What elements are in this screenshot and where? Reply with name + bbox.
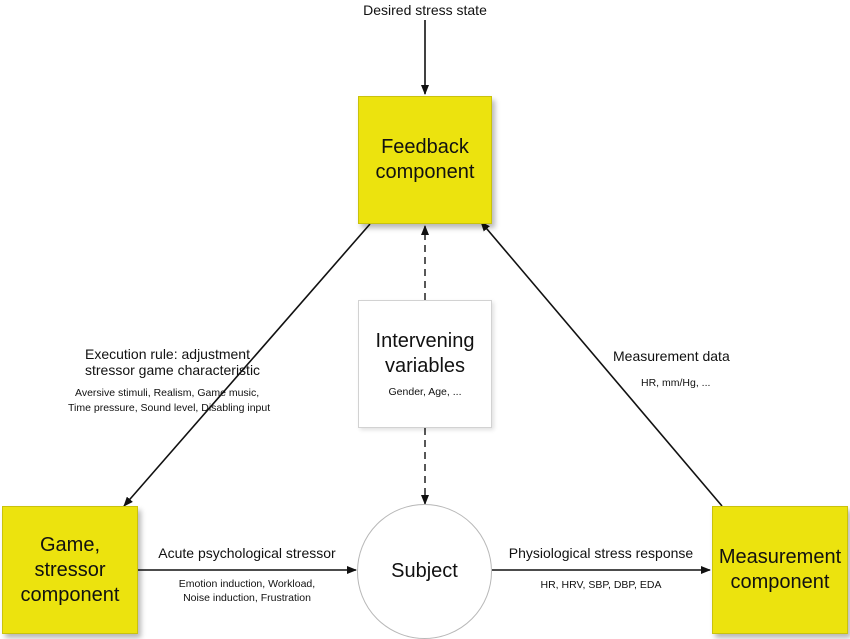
intervening-line2: variables <box>384 355 466 377</box>
execution-rule-detail1: Aversive stimuli, Realism, Game music, <box>75 387 260 399</box>
acute-stressor-detail1: Emotion induction, Workload, <box>178 578 316 590</box>
game-line2: stressor <box>34 558 106 581</box>
measurement-data-title: Measurement data <box>613 348 730 364</box>
feedback-component-box: Feedback component <box>358 96 492 224</box>
subject-circle: Subject <box>357 504 492 639</box>
stress-response-detail: HR, HRV, SBP, DBP, EDA <box>540 579 662 591</box>
game-stressor-component-box: Game, stressor component <box>2 506 138 634</box>
execution-rule-line2: stressor game characteristic <box>85 362 261 378</box>
intervening-variables-box: Intervening variables Gender, Age, ... <box>358 300 492 428</box>
feedback-line2: component <box>375 161 475 183</box>
game-line1: Game, <box>39 533 101 556</box>
measurement-line1: Measurement <box>718 546 842 568</box>
acute-stressor-title: Acute psychological stressor <box>158 545 336 561</box>
desired-stress-state-label: Desired stress state <box>363 2 487 18</box>
measurement-data-detail: HR, mm/Hg, ... <box>641 377 711 389</box>
measurement-line2: component <box>730 571 830 593</box>
feedback-line1: Feedback <box>381 136 469 158</box>
intervening-detail: Gender, Age, ... <box>388 386 462 398</box>
execution-rule-detail2: Time pressure, Sound level, Disabling in… <box>68 402 271 414</box>
arrow-measurement-to-feedback <box>480 221 723 507</box>
stress-response-title: Physiological stress response <box>508 545 694 561</box>
acute-stressor-detail2: Noise induction, Frustration <box>183 592 311 604</box>
execution-rule-line1: Execution rule: adjustment <box>85 346 250 362</box>
game-line3: component <box>20 583 120 606</box>
intervening-line1: Intervening <box>375 330 475 352</box>
measurement-component-box: Measurement component <box>712 506 848 634</box>
arrow-feedback-to-game <box>123 223 371 507</box>
subject-label: Subject <box>391 560 458 582</box>
